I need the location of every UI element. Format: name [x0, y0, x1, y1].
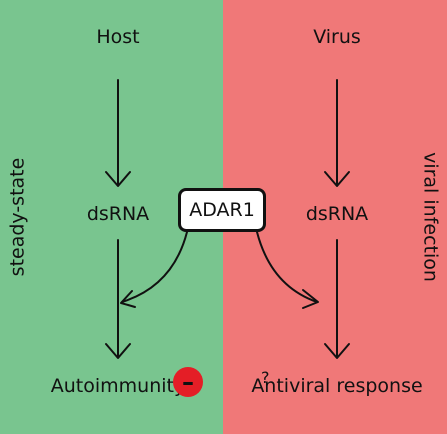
adar1-unknown-curve — [256, 231, 318, 303]
adar1-unknown-arrowhead — [302, 289, 319, 309]
unknown-effect-label: ? — [261, 368, 270, 387]
virus-to-dsrna-arrowhead — [324, 171, 350, 187]
steady-state-label: steady-state — [6, 157, 29, 277]
dsrna-to-antiviral-arrowhead — [324, 343, 350, 359]
host-to-dsrna-arrowhead — [105, 171, 131, 187]
adar1-inhibit-curve — [121, 231, 188, 303]
host-dsrna-label: dsRNA — [86, 203, 150, 225]
inhibit-symbol: – — [182, 368, 194, 396]
dsrna-to-autoimmunity-arrowhead — [105, 343, 131, 359]
host-label: Host — [96, 26, 140, 48]
adar1-box: ADAR1 — [178, 188, 266, 232]
virus-label: Virus — [313, 26, 361, 48]
virus-dsrna-label: dsRNA — [305, 203, 369, 225]
adar1-inhibit-arrowhead — [120, 290, 136, 308]
antiviral-response-label: Antiviral response — [251, 375, 423, 397]
autoimmunity-label: Autoimmunity — [50, 375, 186, 397]
minus-circle-icon: – — [173, 367, 203, 397]
viral-infection-label: viral infection — [419, 152, 442, 282]
